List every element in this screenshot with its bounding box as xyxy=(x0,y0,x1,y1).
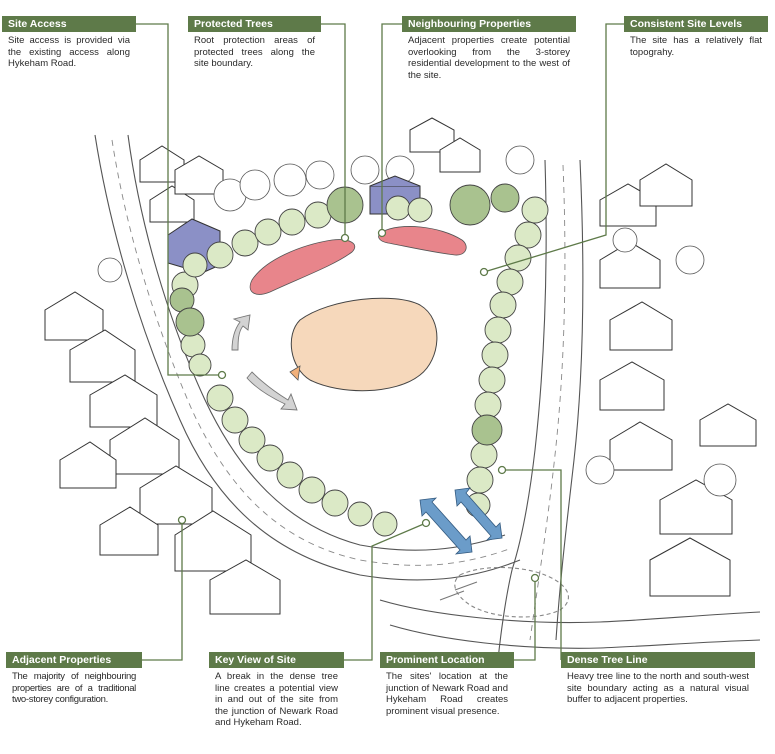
label-dense-tree-line-text: Heavy tree line to the north and south-w… xyxy=(567,671,749,705)
leader-dense-tree-line xyxy=(502,469,562,660)
flat-topography-area xyxy=(290,297,438,392)
building-left-2 xyxy=(69,329,136,383)
lower-road-edge xyxy=(389,624,761,649)
leader-protected-trees xyxy=(321,23,346,238)
hykeham-road-outer-edge xyxy=(94,134,521,581)
label-consistent-site-levels-title: Consistent Site Levels xyxy=(624,16,768,32)
label-prominent-location-text: The sites' location at the junction of N… xyxy=(386,671,508,717)
building-left-7 xyxy=(209,559,281,615)
arrow-into-site xyxy=(231,314,251,351)
label-prominent-location-title: Prominent Location xyxy=(380,652,514,668)
leader-site-access xyxy=(136,23,222,376)
hykeham-road-inner-edge xyxy=(127,134,506,551)
crossing-marks xyxy=(439,581,478,601)
label-adjacent-properties-text: The majority of neighbouring properties … xyxy=(12,671,136,705)
label-neighbouring-properties-title: Neighbouring Properties xyxy=(402,16,576,32)
building-right-2 xyxy=(639,163,693,207)
building-right-8 xyxy=(649,537,731,597)
lower-road xyxy=(379,599,761,624)
leader-lines xyxy=(136,23,624,661)
leader-key-view xyxy=(344,522,427,661)
label-site-access: Site Access Site access is provided via … xyxy=(2,16,136,70)
leader-adjacent-properties xyxy=(138,520,183,661)
building-left-8 xyxy=(59,441,117,489)
label-protected-trees: Protected Trees Root protection areas of… xyxy=(188,16,321,70)
label-dense-tree-line-title: Dense Tree Line xyxy=(561,652,755,668)
arrow-along-site xyxy=(246,371,298,411)
building-left-1 xyxy=(44,291,104,341)
newark-road-left-edge xyxy=(497,159,547,661)
leader-end-markers xyxy=(177,228,540,583)
label-site-access-title: Site Access xyxy=(2,16,136,32)
movement-arrows xyxy=(231,314,298,411)
label-consistent-site-levels: Consistent Site Levels The site has a re… xyxy=(624,16,768,58)
label-prominent-location: Prominent Location The sites' location a… xyxy=(380,652,514,717)
leader-prominent-location xyxy=(514,578,536,661)
site-access-marker xyxy=(289,365,301,381)
building-left-9 xyxy=(99,506,159,556)
surrounding-buildings xyxy=(44,117,757,615)
building-right-4 xyxy=(609,301,673,351)
label-site-access-text: Site access is provided via the existing… xyxy=(8,35,130,69)
label-dense-tree-line: Dense Tree Line Heavy tree line to the n… xyxy=(561,652,755,706)
building-top-2 xyxy=(409,117,455,153)
tree-belt xyxy=(169,183,549,537)
label-protected-trees-text: Root protection areas of protected trees… xyxy=(194,35,315,69)
building-left-3 xyxy=(89,374,158,428)
building-right-9 xyxy=(699,403,757,447)
label-key-view-of-site-title: Key View of Site xyxy=(209,652,344,668)
building-left-5 xyxy=(139,465,213,525)
label-key-view-of-site-text: A break in the dense tree line creates a… xyxy=(215,671,338,728)
key-view-arrows xyxy=(419,487,503,555)
building-right-6 xyxy=(609,421,673,471)
label-adjacent-properties: Adjacent Properties The majority of neig… xyxy=(6,652,142,706)
hykeham-road-centreline xyxy=(111,139,513,566)
label-neighbouring-properties-text: Adjacent properties create potential ove… xyxy=(408,35,570,81)
label-key-view-of-site: Key View of Site A break in the dense tr… xyxy=(209,652,344,729)
key-view-arrow-2 xyxy=(454,487,503,541)
junction-roundabout xyxy=(454,566,569,618)
root-protection-zone-east xyxy=(378,226,467,256)
newark-road-centreline xyxy=(529,164,566,641)
label-neighbouring-properties: Neighbouring Properties Adjacent propert… xyxy=(402,16,576,81)
building-top-3 xyxy=(439,137,481,173)
key-view-arrow-1 xyxy=(419,497,473,555)
label-adjacent-properties-title: Adjacent Properties xyxy=(6,652,142,668)
label-protected-trees-title: Protected Trees xyxy=(188,16,321,32)
building-left-6 xyxy=(174,510,252,572)
background-trees xyxy=(97,145,737,497)
label-consistent-site-levels-text: The site has a relatively flat topograhy… xyxy=(630,35,762,58)
leader-neighbouring-properties xyxy=(381,23,402,233)
leader-consistent-site-levels xyxy=(483,23,624,273)
root-protection-zone-west xyxy=(249,239,356,295)
building-right-5 xyxy=(599,361,665,411)
